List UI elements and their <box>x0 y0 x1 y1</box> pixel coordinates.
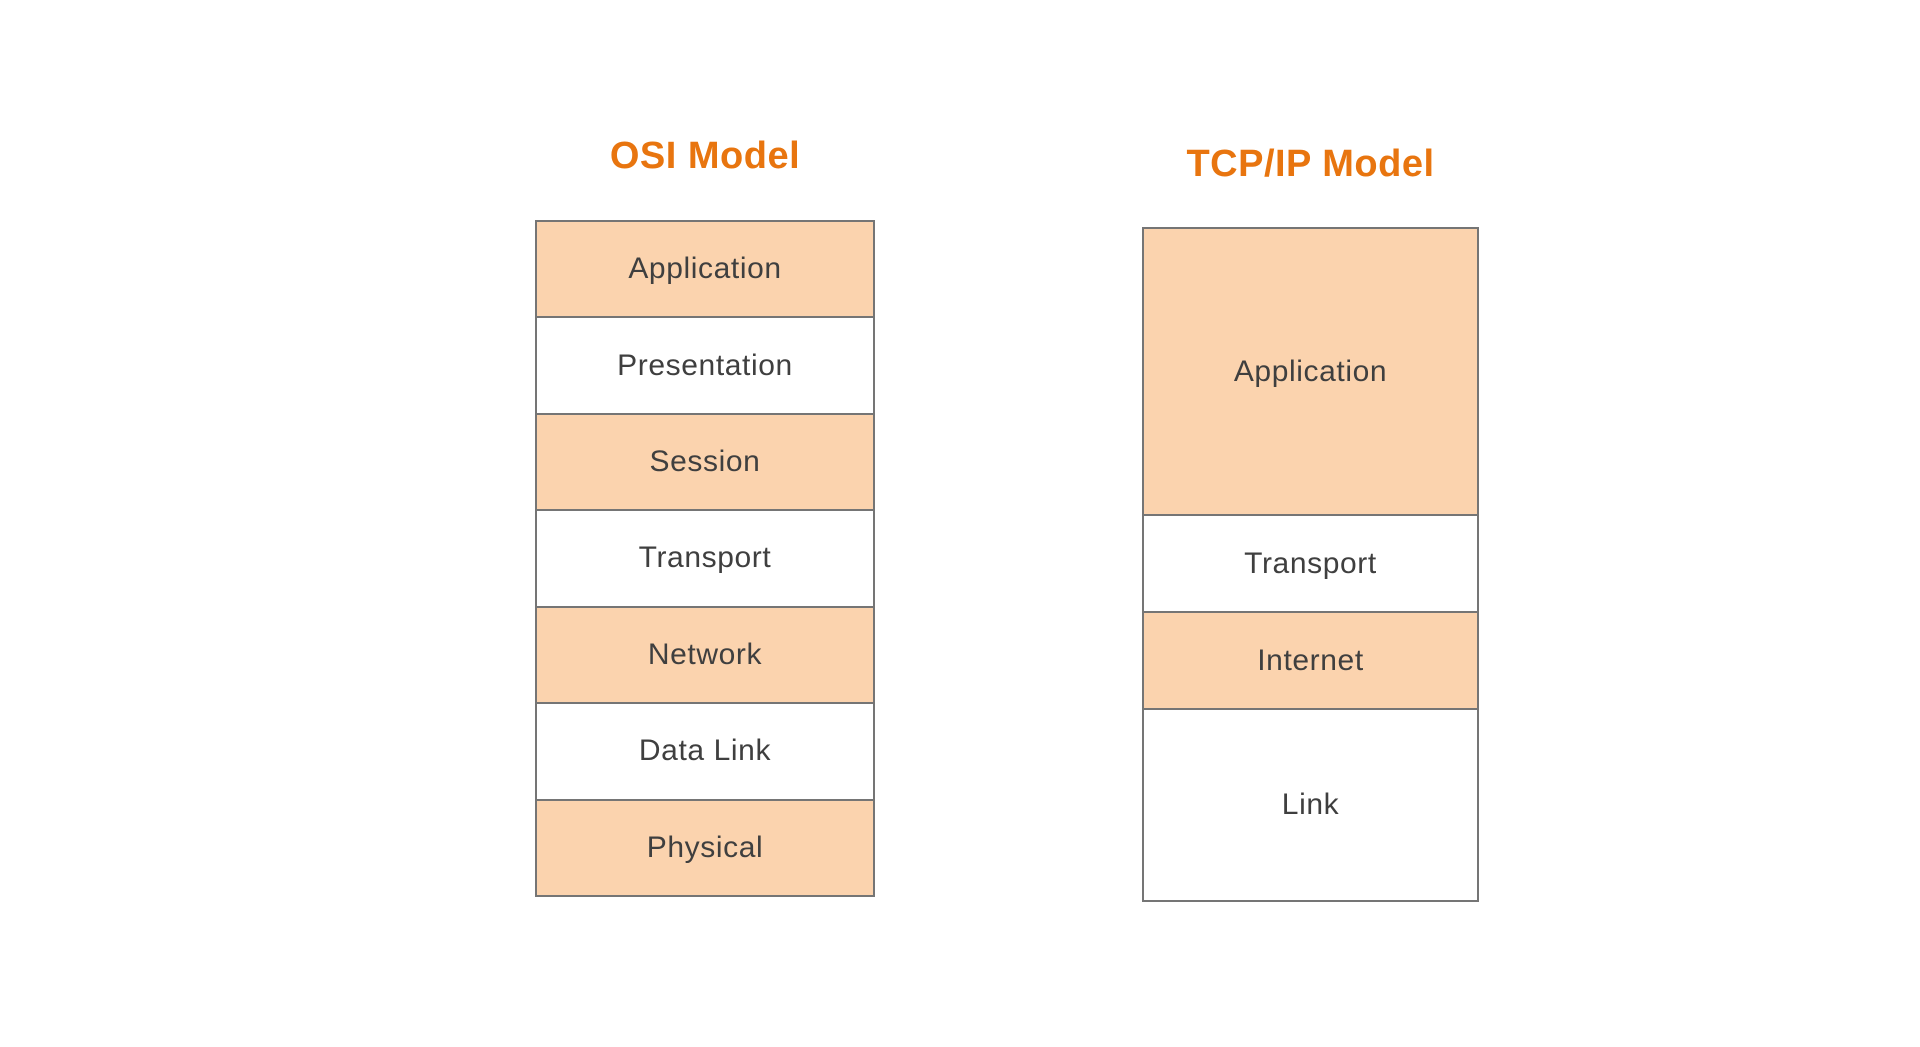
osi-layer-stack: Application Presentation Session Transpo… <box>535 220 875 897</box>
osi-layer-data-link-label: Data Link <box>638 734 772 768</box>
osi-layer-session: Session <box>537 414 873 512</box>
tcpip-layer-transport-label: Transport <box>1244 546 1377 580</box>
osi-layer-physical-label: Physical <box>646 830 764 864</box>
tcpip-layer-application-label: Application <box>1233 354 1388 388</box>
osi-layer-application-label: Application <box>628 252 782 286</box>
osi-layer-session-label: Session <box>649 445 761 479</box>
osi-layer-network-label: Network <box>647 637 763 671</box>
tcpip-layer-application: Application <box>1144 229 1477 516</box>
osi-layer-presentation-label: Presentation <box>617 348 793 382</box>
tcpip-layer-internet: Internet <box>1144 613 1477 710</box>
osi-layer-data-link: Data Link <box>537 704 873 801</box>
tcpip-model-title: TCP/IP Model <box>1186 143 1435 185</box>
osi-layer-transport-label: Transport <box>638 541 772 575</box>
osi-model-title: OSI Model <box>609 135 801 177</box>
tcpip-layer-stack: Application Transport Internet Link <box>1142 227 1479 902</box>
tcpip-layer-internet-label: Internet <box>1257 643 1364 677</box>
tcpip-layer-link-label: Link <box>1281 788 1340 821</box>
osi-layer-presentation: Presentation <box>537 318 873 415</box>
osi-layer-application: Application <box>537 222 873 319</box>
tcpip-layer-link: Link <box>1144 710 1477 900</box>
osi-layer-transport: Transport <box>537 511 873 608</box>
tcpip-layer-transport: Transport <box>1144 516 1477 613</box>
osi-layer-physical: Physical <box>537 800 873 895</box>
osi-layer-network: Network <box>537 607 873 705</box>
